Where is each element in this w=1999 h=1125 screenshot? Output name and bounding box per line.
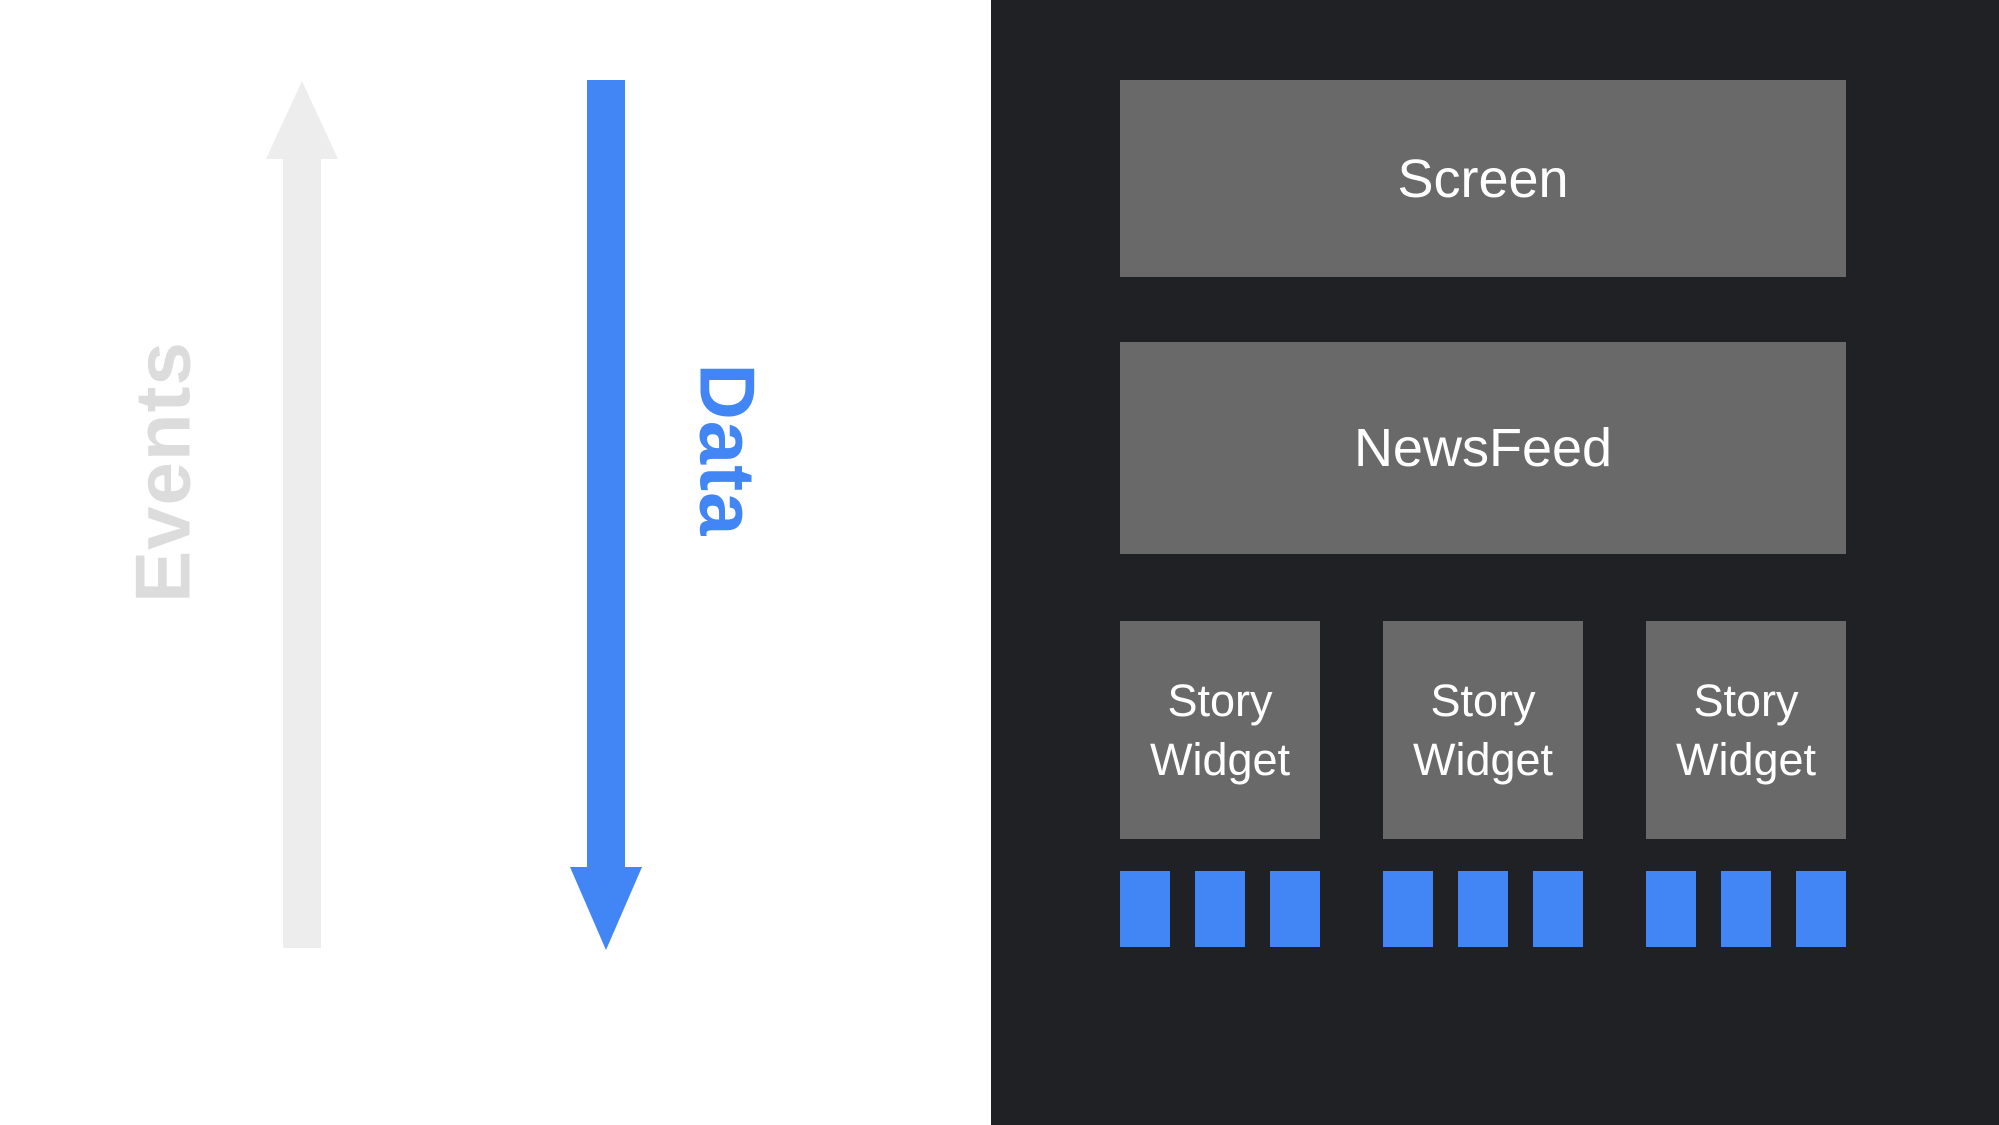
data-block	[1270, 871, 1320, 947]
data-block-group	[1120, 871, 1320, 947]
newsfeed-widget-label: NewsFeed	[1353, 418, 1613, 478]
data-block	[1533, 871, 1583, 947]
data-block	[1796, 871, 1846, 947]
up-arrow-shaft	[283, 159, 321, 948]
up-arrow-head	[266, 81, 338, 159]
story-widget-label: Story Widget	[1412, 674, 1554, 785]
data-block	[1458, 871, 1508, 947]
data-block	[1120, 871, 1170, 947]
events-label: Events	[118, 341, 207, 603]
data-block	[1383, 871, 1433, 947]
widget-tree-panel: Screen NewsFeed Story Widget Story Widge…	[991, 0, 1999, 1125]
story-widget-box: Story Widget	[1383, 621, 1583, 839]
data-block	[1646, 871, 1696, 947]
data-block-group	[1646, 871, 1846, 947]
screen-widget-label: Screen	[1397, 148, 1569, 209]
data-label: Data	[683, 363, 772, 537]
screen-widget-box: Screen	[1120, 80, 1846, 277]
events-up-arrow-icon	[266, 81, 338, 948]
story-widget-row: Story Widget Story Widget Story Widget	[1120, 621, 1846, 839]
flow-pane: Events Data	[0, 0, 991, 1125]
story-widget-box: Story Widget	[1646, 621, 1846, 839]
down-arrow-shaft	[587, 80, 625, 867]
story-widget-label: Story Widget	[1149, 674, 1291, 785]
data-block	[1195, 871, 1245, 947]
story-widget-box: Story Widget	[1120, 621, 1320, 839]
data-block	[1721, 871, 1771, 947]
down-arrow-head	[570, 867, 642, 950]
data-blocks-row	[1120, 871, 1846, 947]
data-block-group	[1383, 871, 1583, 947]
newsfeed-widget-box: NewsFeed	[1120, 342, 1846, 554]
data-down-arrow-icon	[570, 80, 642, 950]
story-widget-label: Story Widget	[1675, 674, 1817, 785]
